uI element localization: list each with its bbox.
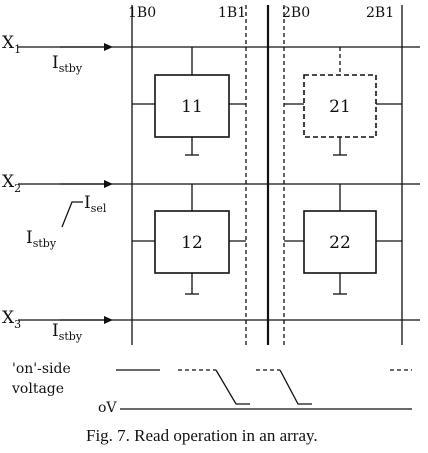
memory-cell-22: 22 (284, 184, 402, 295)
cell-label: 11 (181, 97, 203, 117)
current-label-x3: Istby (52, 321, 83, 343)
bitline-label-1b1: 1B1 (218, 5, 246, 21)
wordline-label-x1: X1 (2, 33, 21, 56)
wordline-label-x2: X2 (2, 172, 21, 195)
bitline-label-2b1: 2B1 (366, 5, 394, 21)
wordline-label-x3: X3 (2, 308, 21, 331)
waveform-label-line2: voltage (11, 381, 64, 397)
arrow-head-icon (104, 180, 113, 188)
arrow-head-icon (104, 316, 113, 324)
voltage-waveform (116, 369, 412, 410)
isel-leader (61, 201, 83, 228)
figure-caption: Fig. 7. Read operation in an array. (86, 426, 318, 445)
current-label-x2-stby: Istby (26, 228, 57, 250)
memory-cell-11: 11 (132, 47, 246, 156)
memory-cell-12: 12 (132, 184, 246, 295)
memory-cell-21: 21 (284, 47, 402, 156)
arrow-head-icon (104, 43, 113, 51)
bitline-label-1b0: 1B0 (128, 5, 156, 21)
cell-label: 12 (181, 233, 203, 253)
cell-label: 22 (329, 233, 351, 253)
cell-label: 21 (329, 97, 351, 117)
waveform-zero-label: oV (98, 400, 117, 416)
waveform-label-line1: 'on'-side (12, 361, 71, 377)
bitline-label-2b0: 2B0 (282, 5, 310, 21)
current-label-x1: Istby (52, 53, 83, 75)
current-label-sel: Isel (84, 193, 107, 215)
